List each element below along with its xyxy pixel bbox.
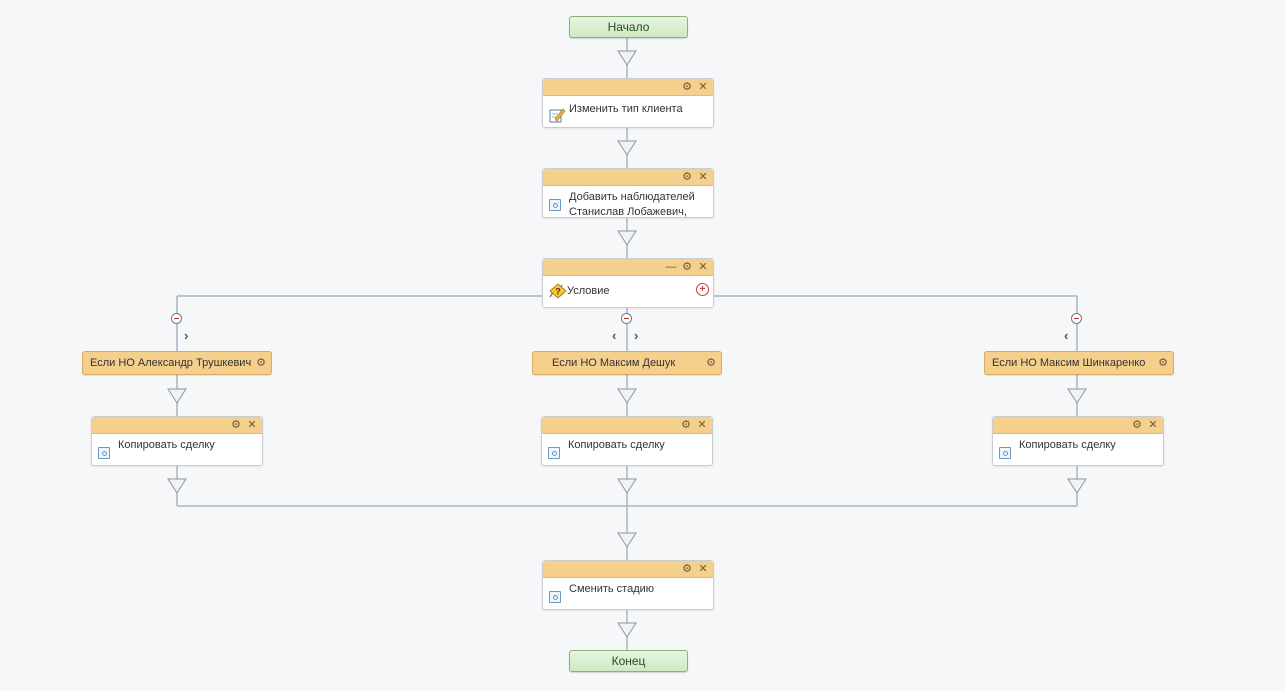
gear-icon[interactable]: ⚙ — [682, 171, 692, 183]
activity-copy-deal-2[interactable]: ⚙ ✕ Копировать сделку — [541, 416, 713, 466]
arrow-down-icon — [617, 622, 637, 638]
close-icon[interactable]: ✕ — [697, 419, 707, 431]
gear-icon[interactable]: ⚙ — [1158, 357, 1168, 369]
gear-icon[interactable]: ⚙ — [681, 419, 691, 431]
activity-label: Копировать сделку — [1019, 439, 1116, 451]
collapse-branch-minus-icon[interactable] — [1071, 313, 1082, 324]
arrow-down-icon — [617, 478, 637, 494]
svg-text:?: ? — [555, 287, 561, 297]
arrow-down-icon — [1067, 478, 1087, 494]
activity-icon — [549, 591, 561, 603]
activity-label: Сменить стадию — [569, 583, 655, 595]
block-header: ⚙ ✕ — [543, 79, 713, 96]
start-label: Начало — [607, 20, 650, 34]
branch-condition-2[interactable]: Если НО Максим Дешук ⚙ — [532, 351, 722, 375]
block-header: ⚙ ✕ — [993, 417, 1163, 434]
arrow-down-icon — [617, 50, 637, 66]
add-branch-plus-icon[interactable]: + — [696, 283, 709, 296]
branch-condition-1[interactable]: Если НО Александр Трушкевич ⚙ — [82, 351, 272, 375]
activity-icon — [549, 199, 561, 211]
arrow-down-icon — [167, 478, 187, 494]
close-icon[interactable]: ✕ — [247, 419, 257, 431]
gear-icon[interactable]: ⚙ — [682, 261, 692, 273]
close-icon[interactable]: ✕ — [698, 261, 708, 273]
block-header: ⚙ ✕ — [542, 417, 712, 434]
gear-icon[interactable]: ⚙ — [231, 419, 241, 431]
block-header: ⚙ ✕ — [92, 417, 262, 434]
minimize-icon[interactable]: — — [665, 261, 677, 273]
activity-copy-deal-3[interactable]: ⚙ ✕ Копировать сделку — [992, 416, 1164, 466]
activity-icon — [548, 447, 560, 459]
move-left-chevron-icon[interactable]: ‹ — [1064, 328, 1069, 343]
activity-label-line1: Добавить наблюдателей — [569, 191, 695, 203]
branch-label: Если НО Александр Трушкевич — [90, 357, 252, 369]
activity-change-client-type[interactable]: ⚙ ✕ Изменить тип клиента — [542, 78, 714, 128]
collapse-branch-minus-icon[interactable] — [171, 313, 182, 324]
gear-icon[interactable]: ⚙ — [682, 563, 692, 575]
move-right-chevron-icon[interactable]: › — [184, 328, 189, 343]
close-icon[interactable]: ✕ — [698, 171, 708, 183]
activity-label: Копировать сделку — [568, 439, 665, 451]
condition-icon: ? — [549, 283, 567, 299]
condition-label: Условие — [567, 285, 610, 297]
activity-add-observers[interactable]: ⚙ ✕ Добавить наблюдателей Станислав Лоба… — [542, 168, 714, 218]
block-header: ⚙ ✕ — [543, 561, 713, 578]
gear-icon[interactable]: ⚙ — [682, 81, 692, 93]
arrow-down-icon — [617, 388, 637, 404]
arrow-down-icon — [1067, 388, 1087, 404]
close-icon[interactable]: ✕ — [698, 563, 708, 575]
move-left-chevron-icon[interactable]: ‹ — [612, 328, 617, 343]
activity-copy-deal-1[interactable]: ⚙ ✕ Копировать сделку — [91, 416, 263, 466]
start-node[interactable]: Начало — [569, 16, 688, 38]
block-header: ⚙ ✕ — [543, 169, 713, 186]
branch-condition-3[interactable]: Если НО Максим Шинкаренко ⚙ — [984, 351, 1174, 375]
end-node[interactable]: Конец — [569, 650, 688, 672]
activity-icon — [98, 447, 110, 459]
arrow-down-icon — [167, 388, 187, 404]
collapse-branch-minus-icon[interactable] — [621, 313, 632, 324]
gear-icon[interactable]: ⚙ — [706, 357, 716, 369]
activity-label: Копировать сделку — [118, 439, 215, 451]
end-label: Конец — [611, 654, 646, 668]
branch-label: Если НО Максим Дешук — [552, 357, 676, 369]
block-header: — ⚙ ✕ — [543, 259, 713, 276]
arrow-down-icon — [617, 140, 637, 156]
activity-label: Изменить тип клиента — [569, 103, 683, 115]
gear-icon[interactable]: ⚙ — [256, 357, 266, 369]
activity-icon — [999, 447, 1011, 459]
condition-block[interactable]: — ⚙ ✕ ? Условие + — [542, 258, 714, 308]
close-icon[interactable]: ✕ — [1148, 419, 1158, 431]
gear-icon[interactable]: ⚙ — [1132, 419, 1142, 431]
move-right-chevron-icon[interactable]: › — [634, 328, 639, 343]
arrow-down-icon — [617, 532, 637, 548]
activity-change-stage[interactable]: ⚙ ✕ Сменить стадию — [542, 560, 714, 610]
close-icon[interactable]: ✕ — [698, 81, 708, 93]
activity-label-line2: Станислав Лобажевич, — [569, 206, 687, 218]
arrow-down-icon — [617, 230, 637, 246]
edit-icon — [549, 108, 565, 123]
branch-label: Если НО Максим Шинкаренко — [992, 357, 1146, 369]
